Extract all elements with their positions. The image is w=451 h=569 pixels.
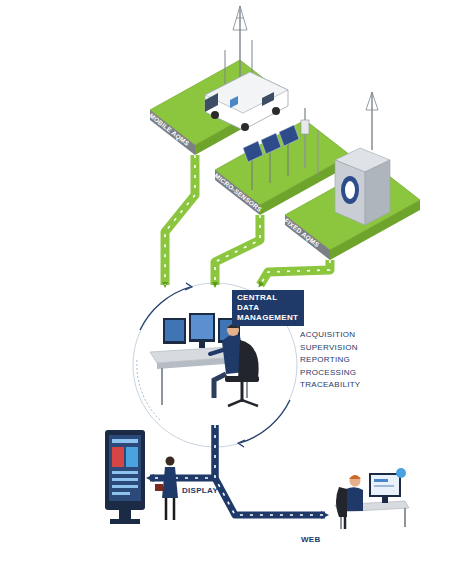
screen-bar [112, 492, 130, 495]
mast-lattice [233, 6, 247, 30]
mast [252, 40, 253, 80]
display-output: DISPLAY [100, 430, 150, 525]
flow-chevrons [215, 215, 260, 285]
viewer-head [166, 457, 175, 466]
panel-pole [270, 150, 271, 183]
cycle-arrowhead [185, 283, 192, 290]
operator-leg [214, 374, 226, 398]
viewer-coat [162, 467, 178, 498]
monitor [163, 318, 186, 344]
web-output: WEB [325, 465, 410, 530]
chair-base [228, 400, 258, 406]
van-logo [230, 96, 238, 108]
mobile-aqms-platform: MOBILE AQMS [150, 60, 285, 155]
data-link [260, 260, 330, 285]
monitor [189, 313, 215, 342]
cycle-arc [240, 400, 290, 443]
van-roof [205, 72, 288, 113]
panel-pole [252, 158, 253, 190]
output-label: WEB [301, 535, 321, 544]
output-link [150, 425, 215, 478]
screen-bar [374, 485, 394, 487]
solar-panel [243, 141, 263, 162]
cabinet-top [335, 148, 390, 172]
kiosk-stand [119, 510, 131, 520]
van-window [262, 92, 274, 106]
flow-chevrons [260, 260, 330, 285]
sensor-pole [304, 108, 305, 168]
desk-leg [161, 368, 163, 405]
van-windshield [205, 93, 218, 112]
cycle-arc [137, 360, 160, 420]
cabinet-emblem-inner [345, 181, 355, 199]
platform-tile [285, 165, 420, 260]
mast [371, 92, 372, 150]
display-kiosk [100, 430, 150, 525]
data-link [215, 215, 260, 285]
monitor-stand [382, 497, 388, 503]
mast [239, 6, 240, 82]
screen-panel [126, 447, 138, 467]
screen-panel [112, 447, 124, 467]
monitor-screen [371, 475, 399, 495]
cabinet-emblem [341, 176, 359, 204]
screen-bar [112, 485, 138, 488]
web-workstation [325, 465, 410, 530]
web-icon [396, 468, 406, 478]
panel-pole [288, 142, 289, 176]
data-link [165, 155, 195, 285]
van-wheel [241, 123, 249, 131]
monitor-screen [165, 320, 184, 341]
cabinet-side [365, 160, 390, 225]
kiosk-screen [109, 435, 141, 501]
system-heading: CENTRAL DATA MANAGEMENT [232, 290, 304, 326]
monitor-screen [191, 315, 213, 339]
kiosk-frame [105, 430, 145, 510]
solar-panel [261, 133, 281, 154]
flow-chevrons [215, 425, 325, 515]
platform-side [330, 200, 420, 260]
flow-chevrons [165, 155, 195, 285]
chair-seat [225, 376, 259, 382]
output-label: DISPLAY [182, 486, 218, 495]
van-wheel [211, 111, 219, 119]
sensor-box [301, 120, 309, 134]
platform-tile [150, 60, 285, 155]
output-link [215, 425, 325, 515]
monitor-stand [199, 342, 205, 348]
screen-bar [374, 479, 388, 482]
screen-bar [112, 471, 138, 474]
viewer-bag [155, 484, 163, 491]
cycle-arrowhead [238, 440, 245, 447]
chair-back [238, 340, 259, 380]
screen-bar [112, 478, 138, 481]
desk-leg [404, 508, 406, 527]
user-body [346, 487, 363, 511]
flow-chevrons [150, 425, 215, 478]
van-wheel [272, 107, 280, 115]
monitor [369, 473, 401, 497]
van-body [205, 72, 288, 130]
mast [225, 50, 226, 90]
kiosk-base [110, 519, 140, 524]
central-data-management: CENTRAL DATA MANAGEMENTACQUISITION SUPER… [130, 285, 375, 425]
user-hair [349, 475, 361, 479]
cabinet-front [335, 160, 365, 225]
function-list: ACQUISITION SUPERVISION REPORTING PROCES… [300, 329, 361, 392]
sensor-pole [318, 130, 319, 175]
fixed-aqms-platform: FIXED AQMS [285, 165, 420, 260]
solar-panel [279, 125, 299, 146]
chair-back [336, 487, 347, 517]
chair-post [344, 517, 347, 529]
viewer-legs [166, 498, 174, 520]
operator-arm [210, 350, 223, 354]
user-head [350, 476, 361, 487]
mast-lattice [366, 92, 378, 110]
screen-bar [112, 439, 138, 443]
